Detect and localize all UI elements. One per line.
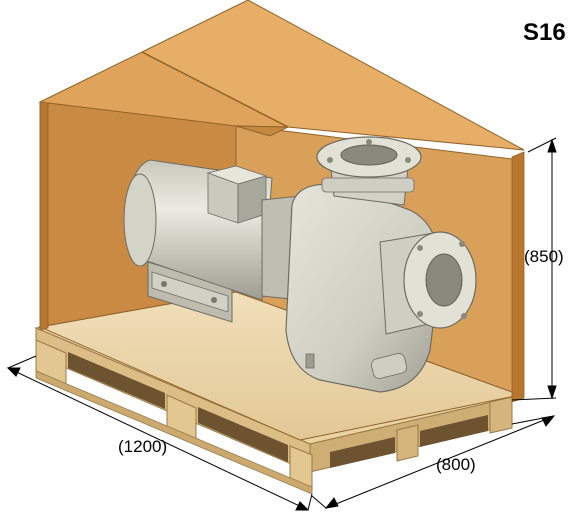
box-top-flap-front <box>235 125 289 137</box>
width-ext-left <box>311 495 327 509</box>
foot-bolt-1 <box>161 281 167 287</box>
length-ext-left <box>7 355 37 369</box>
length-arrow-right <box>295 501 310 511</box>
drain-plug <box>305 353 315 369</box>
box-flap-seam <box>141 51 289 128</box>
height-ext-top <box>527 137 557 153</box>
height-arrow-top <box>547 138 557 153</box>
flange-bolt-3 <box>366 139 372 145</box>
discharge-bolt-1 <box>417 245 423 251</box>
height-label: (850) <box>524 247 564 266</box>
width-label: (800) <box>436 455 476 474</box>
pallet-opening-4 <box>420 415 488 447</box>
length-arrow-left <box>6 367 21 377</box>
width-arrow-left <box>324 497 339 509</box>
suction-bore <box>340 144 398 166</box>
pallet-block-4 <box>396 424 419 462</box>
foot-bolt-2 <box>211 297 217 303</box>
pump-assembly <box>123 136 477 393</box>
motor-end-cap <box>123 173 157 267</box>
flange-bolt-1 <box>327 157 333 163</box>
discharge-bolt-2 <box>417 311 423 317</box>
pallet-block-5 <box>489 396 513 434</box>
motor-foot <box>151 271 229 313</box>
pallet-opening-1 <box>68 352 165 409</box>
width-arrow-right <box>541 415 556 427</box>
pallet-opening-2 <box>198 407 288 462</box>
pallet-opening-3 <box>330 437 395 468</box>
height-ext-bottom <box>511 397 557 401</box>
width-dim-line <box>325 415 555 509</box>
dimension-lines <box>6 137 557 511</box>
cleanout-cover <box>370 353 408 379</box>
box-left-edge <box>39 99 49 331</box>
box-right-edge <box>511 151 525 403</box>
suction-clamp <box>321 177 415 193</box>
height-arrow-bottom <box>547 385 557 400</box>
discharge-bolt-3 <box>459 241 465 247</box>
flange-bolt-2 <box>405 157 411 163</box>
discharge-bore <box>425 253 463 307</box>
length-ext-right <box>307 493 313 511</box>
length-dim-line <box>7 367 309 511</box>
discharge-bolt-4 <box>461 313 467 319</box>
model-title: S16 <box>523 19 566 46</box>
length-label: (1200) <box>118 437 167 456</box>
